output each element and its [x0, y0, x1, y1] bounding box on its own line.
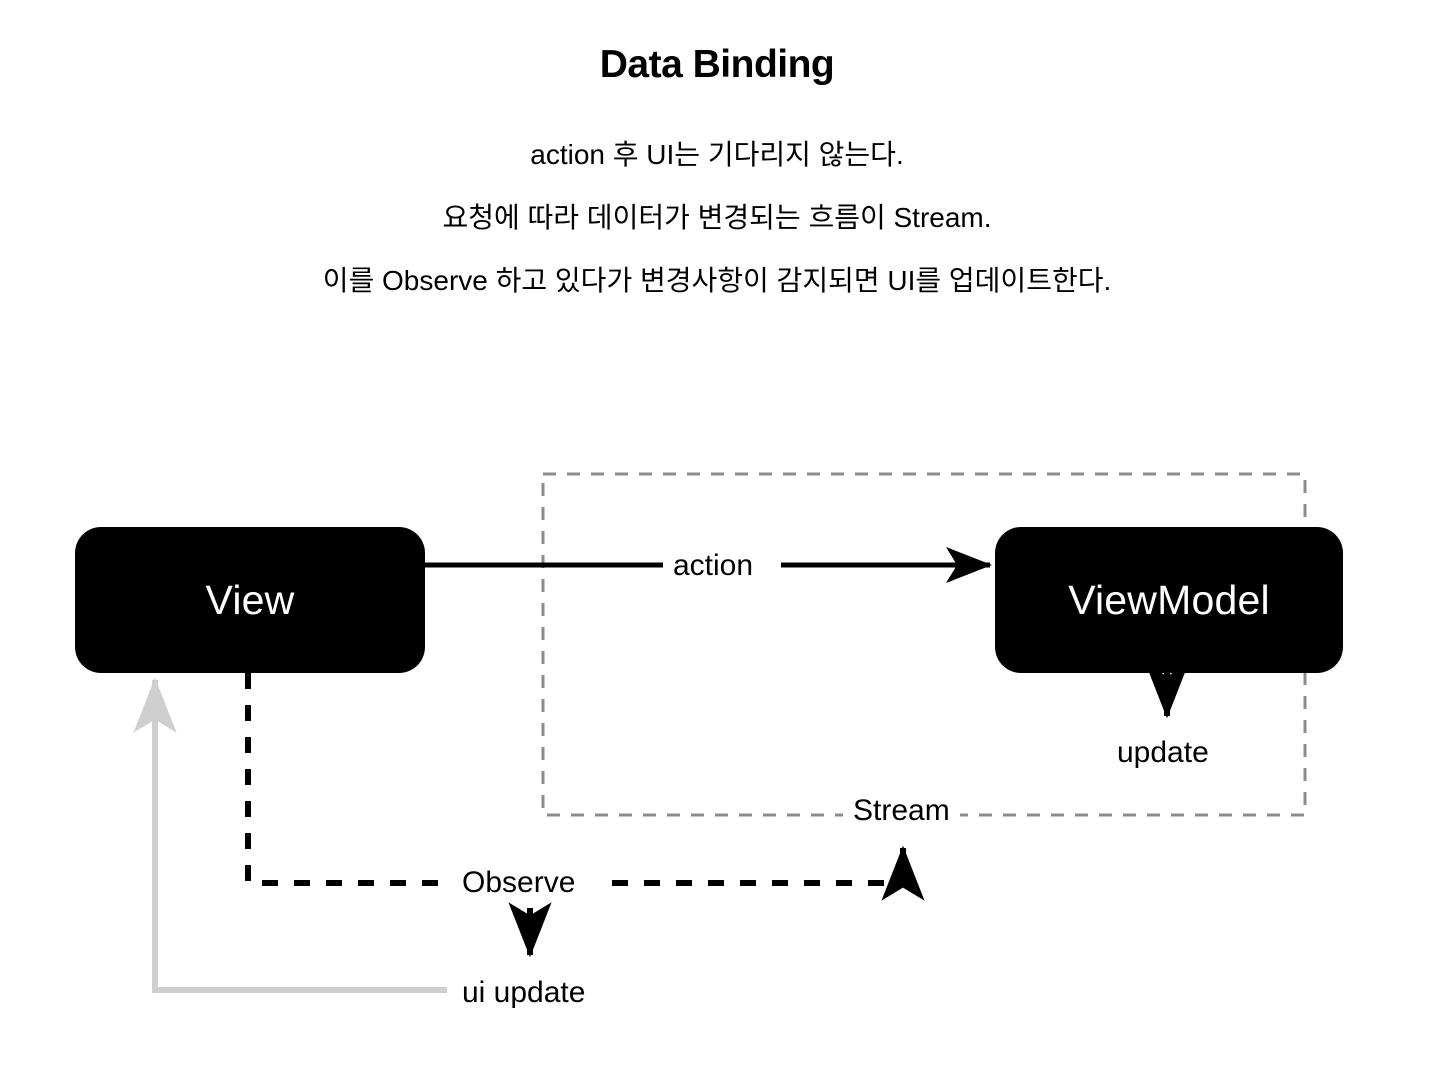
- edge-label-action: action: [663, 549, 764, 583]
- node-viewmodel[interactable]: ViewModel: [995, 527, 1343, 673]
- observe-edge-segment-right: [612, 845, 925, 901]
- description-line-1: action 후 UI는 기다리지 않는다.: [530, 139, 904, 170]
- edge-label-update: update: [1107, 736, 1219, 770]
- observe-edge-segment-left: [245, 673, 446, 886]
- edge-label-observe: Observe: [452, 866, 586, 900]
- description-line-2: 요청에 따라 데이터가 변경되는 흐름이 Stream.: [442, 202, 992, 233]
- node-view[interactable]: View: [75, 527, 425, 673]
- page-title: Data Binding: [599, 43, 835, 86]
- edge-label-ui-update: ui update: [452, 976, 596, 1010]
- group-label-stream: Stream: [843, 794, 960, 828]
- ui-update-feedback-edge: [133, 677, 447, 993]
- description-line-3: 이를 Observe 하고 있다가 변경사항이 감지되면 UI를 업데이트한다.: [322, 265, 1112, 296]
